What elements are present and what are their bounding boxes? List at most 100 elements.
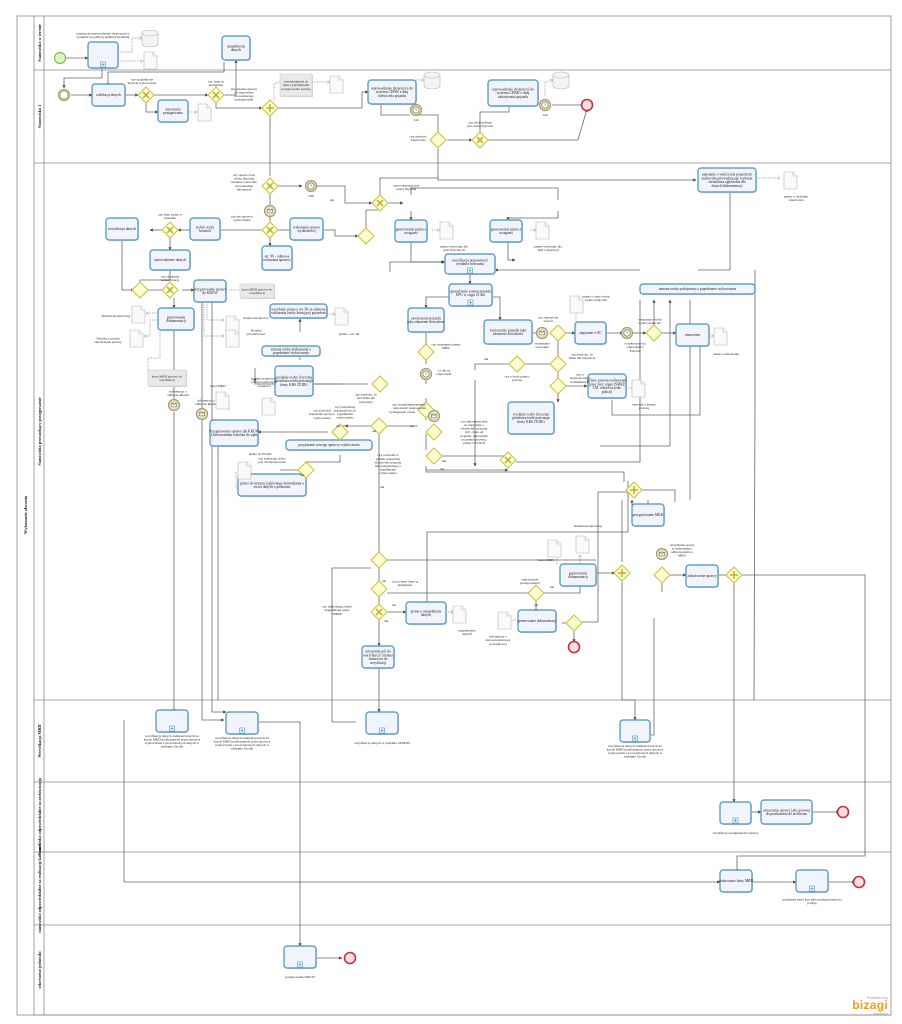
gateway-gx7[interactable]: [625, 481, 643, 499]
subprocess-expand-icon[interactable]: [467, 267, 473, 274]
task-box[interactable]: [283, 945, 317, 969]
gateway-gx3[interactable]: [499, 451, 517, 469]
subprocess-expand-icon[interactable]: [732, 817, 739, 824]
task-t32[interactable]: przygotowanie MKK: [631, 503, 665, 527]
task-box[interactable]: [619, 719, 651, 743]
task-t46[interactable]: postępowanie KRUW: [283, 945, 317, 979]
task-box[interactable]: [795, 869, 829, 893]
task-box[interactable]: [719, 801, 752, 825]
task-t42[interactable]: weryfikacja kompletności sprawy: [713, 801, 759, 835]
task-box[interactable]: [405, 601, 447, 625]
task-box[interactable]: [87, 41, 119, 69]
task-box[interactable]: [697, 167, 757, 193]
subprocess-expand-icon[interactable]: [100, 61, 106, 68]
task-box[interactable]: [225, 711, 259, 735]
gateway-gx8[interactable]: [653, 566, 671, 584]
subprocess-expand-icon[interactable]: [239, 727, 245, 734]
event-e3[interactable]: 7dni: [304, 179, 318, 199]
task-t44[interactable]: drukowanie karty MRD: [719, 869, 754, 893]
task-t14[interactable]: wprowadzenie danych: [149, 249, 191, 271]
task-box[interactable]: [261, 245, 293, 271]
event-m1[interactable]: [263, 204, 277, 218]
task-box[interactable]: [237, 473, 307, 497]
task-box[interactable]: [444, 253, 496, 275]
task-t21[interactable]: zapytanie o OC: [574, 321, 607, 345]
task-box[interactable]: [489, 219, 523, 243]
task-box[interactable]: [365, 711, 399, 735]
task-box[interactable]: [221, 35, 251, 61]
event-e1[interactable]: 14d: [409, 103, 423, 123]
subprocess-expand-icon[interactable]: [169, 725, 175, 732]
gateway-gx5[interactable]: [565, 614, 583, 632]
task-box[interactable]: [91, 83, 126, 107]
task-t22[interactable]: zmiana osoby podejrzanej o popełnienie w…: [639, 283, 756, 295]
task-t30[interactable]: przypisanie nowego sprawcy wykroczenia: [285, 439, 373, 451]
task-box[interactable]: [760, 799, 813, 825]
event-x5[interactable]: [343, 951, 357, 965]
task-box[interactable]: [209, 419, 259, 447]
task-box[interactable]: [685, 564, 719, 588]
task-box[interactable]: [587, 373, 627, 399]
task-box[interactable]: [361, 645, 395, 669]
task-box[interactable]: [105, 217, 139, 241]
event-x3[interactable]: [836, 805, 850, 819]
task-box[interactable]: [189, 217, 221, 241]
event-x1[interactable]: [580, 98, 594, 112]
task-box[interactable]: [261, 345, 321, 357]
task-box[interactable]: [675, 323, 710, 347]
task-box[interactable]: [155, 709, 189, 733]
task-t3[interactable]: walidacja danych: [91, 83, 126, 107]
task-box[interactable]: [269, 303, 328, 319]
task-box[interactable]: [517, 609, 557, 633]
task-box[interactable]: [407, 307, 445, 333]
gateway-gx9[interactable]: [725, 566, 743, 584]
gateway-gx1[interactable]: [131, 281, 149, 299]
task-t37[interactable]: zakończenie sprawy: [685, 564, 719, 588]
task-box[interactable]: [448, 283, 493, 307]
task-box[interactable]: [631, 503, 665, 527]
subprocess-expand-icon[interactable]: [632, 735, 638, 742]
subprocess-expand-icon[interactable]: [297, 961, 303, 968]
event-m0[interactable]: [57, 88, 71, 102]
task-box[interactable]: [274, 365, 314, 397]
